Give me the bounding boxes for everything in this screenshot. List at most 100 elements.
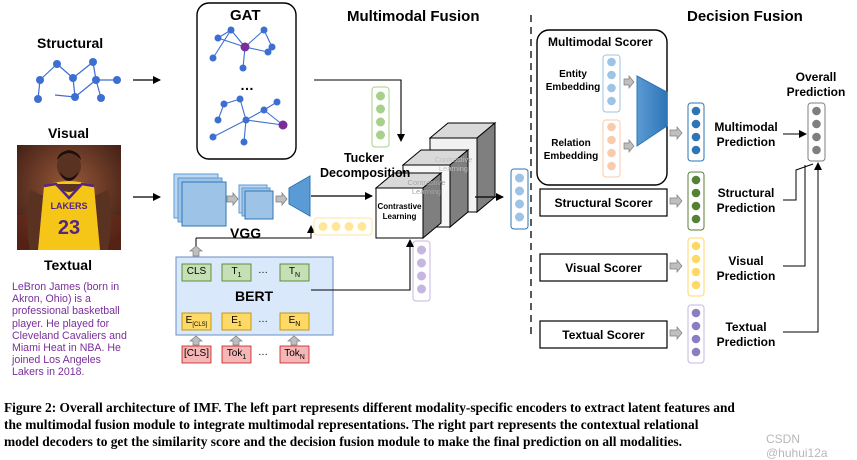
entity-embedding-vector	[602, 54, 621, 113]
textual-to-fusion-path	[311, 239, 414, 291]
visual-scorer-label: Visual Scorer	[565, 261, 642, 275]
textual-label: Textual	[44, 257, 92, 273]
gat-focus-node-bottom	[278, 120, 288, 130]
bert-emb-1: E1	[231, 315, 242, 328]
bert-input-tok1: Tok1	[226, 348, 247, 361]
bert-token-cls: CLS	[186, 266, 207, 277]
multimodal-scorer-label: Multimodal Scorer	[548, 35, 653, 49]
gat-ellipsis: …	[240, 77, 254, 93]
structural-feature-dots	[376, 91, 385, 140]
relation-embedding-dots	[607, 122, 616, 171]
bert-input-ellipsis: …	[258, 347, 268, 358]
visual-prediction-vector	[687, 237, 705, 297]
structural-prediction-vector	[687, 171, 705, 231]
gat-to-fusion-path	[314, 79, 405, 142]
bert-input-tokn: TokN	[284, 348, 305, 361]
caption-line: the multimodal fusion module to integrat…	[4, 417, 699, 432]
visual-feature-vector	[313, 217, 373, 236]
textual-feature-vector	[412, 240, 431, 302]
structural-label: Structural	[37, 35, 104, 51]
structural-scorer-box	[539, 188, 668, 217]
contrastive-cube-front	[374, 171, 443, 240]
structural-scorer-label: Structural Scorer	[554, 196, 653, 210]
structural-prediction-dots	[691, 175, 701, 224]
vgg-label: VGG	[230, 225, 262, 241]
vgg-block-arrow-1	[226, 191, 239, 207]
player-number: 23	[58, 217, 80, 239]
gat-label: GAT	[230, 7, 261, 24]
textual-scorer-label: Textual Scorer	[562, 328, 645, 342]
caption-line: model decoders to get the similarity sco…	[4, 434, 682, 449]
relation-block-arrow	[623, 139, 635, 153]
bert-input-arrows	[189, 335, 301, 346]
joint-embedding-dots	[515, 173, 524, 222]
visual-prediction-dots	[691, 241, 701, 290]
decision-fusion-title: Decision Fusion	[687, 8, 803, 25]
entity-block-arrow	[623, 75, 635, 89]
structural-feature-vector	[371, 86, 390, 148]
vgg-feature-maps	[173, 173, 274, 227]
visual-scorer-box	[539, 253, 668, 282]
bert-token-boxes	[181, 263, 310, 364]
figure-caption: Figure 2: Overall architecture of IMF. T…	[4, 399, 854, 450]
player-jersey-text: LAKERS	[50, 201, 87, 211]
visual-feature-dots	[318, 222, 367, 231]
gat-focus-node-top	[240, 42, 250, 52]
bert-emb-n: EN	[288, 315, 301, 328]
scorer-block-arrows	[669, 194, 683, 340]
textual-feature-dots	[417, 245, 426, 294]
gat-graph-top-nodes	[209, 26, 276, 72]
structural-to-overall-path	[783, 163, 814, 201]
joint-embedding-vector	[510, 168, 529, 230]
bert-output-arrow	[189, 245, 203, 257]
bert-input-cls: [CLS]	[183, 348, 209, 359]
bert-emb-ellipsis: …	[258, 314, 268, 325]
structural-graph-nodes	[34, 58, 121, 103]
textual-description-line: Lakers in 2018.	[12, 366, 85, 379]
multimodal-fusion-title: Multimodal Fusion	[347, 8, 480, 25]
textual-description-line: professional basketball	[12, 305, 120, 318]
entity-embedding-dots	[607, 57, 616, 106]
multimodal-scorer-out-arrow	[669, 126, 683, 140]
bert-token-ellipsis: …	[258, 265, 268, 276]
bert-token-tn: TN	[288, 266, 301, 279]
overall-prediction-vector	[807, 102, 826, 162]
multimodal-prediction-dots	[691, 106, 701, 155]
vgg-block-arrow-2	[275, 191, 288, 207]
visual-label: Visual	[48, 125, 89, 141]
vgg-projection-trapezoid	[288, 175, 311, 217]
textual-description: LeBron James (born in Akron, Ohio) is a …	[12, 281, 147, 379]
player-photo	[17, 145, 121, 250]
textual-description-line: Miami Heat in NBA. He	[12, 342, 121, 355]
textual-to-overall-path	[783, 162, 822, 333]
textual-prediction-dots	[691, 308, 701, 357]
textual-description-line: LeBron James (born in	[12, 281, 120, 293]
bert-label: BERT	[235, 288, 274, 304]
textual-description-line: Akron, Ohio) is a	[12, 293, 91, 306]
gat-box	[196, 2, 297, 160]
textual-description-line: player. He played for	[12, 317, 110, 330]
relation-embedding-vector	[602, 119, 621, 178]
multimodal-prediction-vector	[687, 102, 705, 162]
overall-prediction-dots	[812, 106, 821, 155]
visual-to-overall-path	[783, 165, 806, 267]
bert-emb-cls: E[CLS]	[185, 315, 208, 328]
textual-description-line: Cleveland Cavaliers and	[12, 329, 127, 342]
bert-to-fusion-path	[196, 225, 315, 239]
structural-graph	[37, 61, 117, 100]
textual-prediction-vector	[687, 304, 705, 364]
textual-description-line: joined Los Angeles	[12, 354, 101, 367]
gat-graph-bottom-nodes	[209, 95, 281, 146]
